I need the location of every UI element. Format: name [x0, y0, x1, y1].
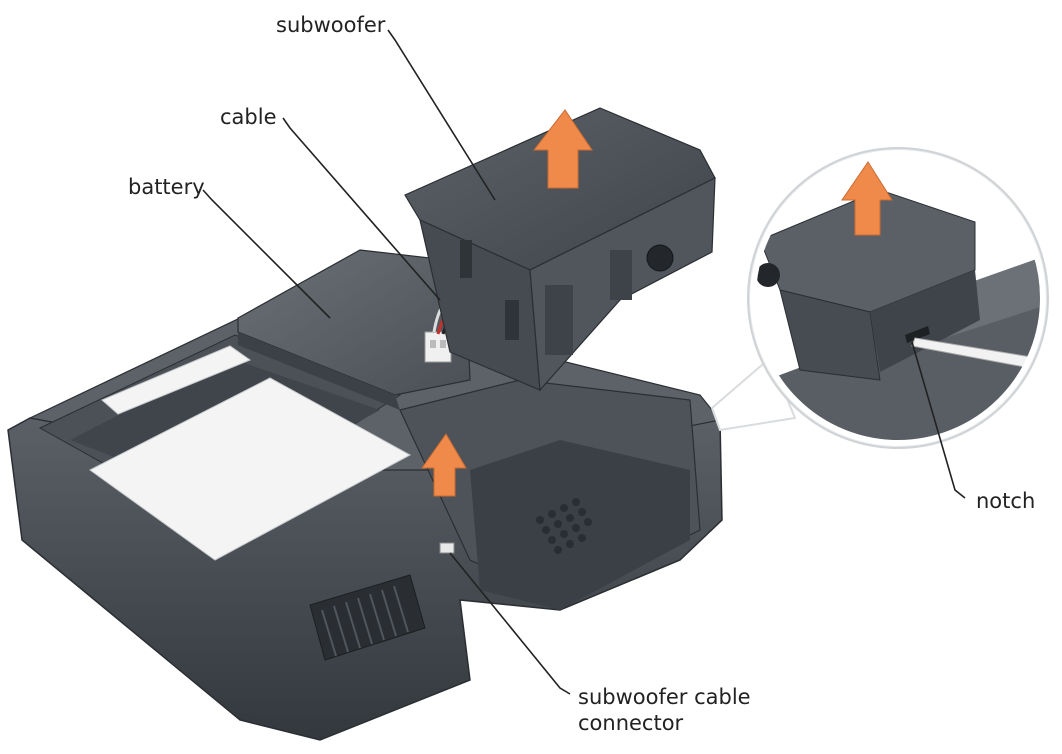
callout-connector-line2: connector	[578, 711, 684, 735]
label-sticker	[89, 345, 412, 561]
leader-subwoofer	[387, 29, 496, 201]
subwoofer-module	[404, 107, 716, 392]
callout-notch: notch	[976, 489, 1036, 513]
callout-subwoofer-cable-connector: subwoofer cable connector	[578, 684, 751, 736]
speaker-grille	[536, 498, 592, 554]
magnified-lift-arrow-icon	[841, 161, 893, 236]
leader-cable	[282, 117, 441, 301]
lift-arrow-icon	[532, 109, 593, 189]
leader-notch	[911, 341, 966, 499]
cable-connector-socket	[439, 542, 455, 554]
cable-plug	[424, 331, 452, 363]
magnifier-callout	[710, 147, 1049, 449]
callout-cable: cable	[220, 105, 277, 129]
battery-cell	[237, 249, 471, 410]
leader-connector	[449, 552, 571, 695]
callout-subwoofer: subwoofer	[276, 13, 386, 37]
connector-lift-arrow-icon	[421, 433, 467, 497]
battery-terminal	[309, 574, 426, 661]
callout-battery: battery	[128, 175, 205, 199]
leader-battery	[202, 189, 331, 319]
subwoofer-bay	[399, 379, 701, 610]
callout-connector-line1: subwoofer cable	[578, 685, 751, 709]
leader-lines	[202, 29, 966, 695]
